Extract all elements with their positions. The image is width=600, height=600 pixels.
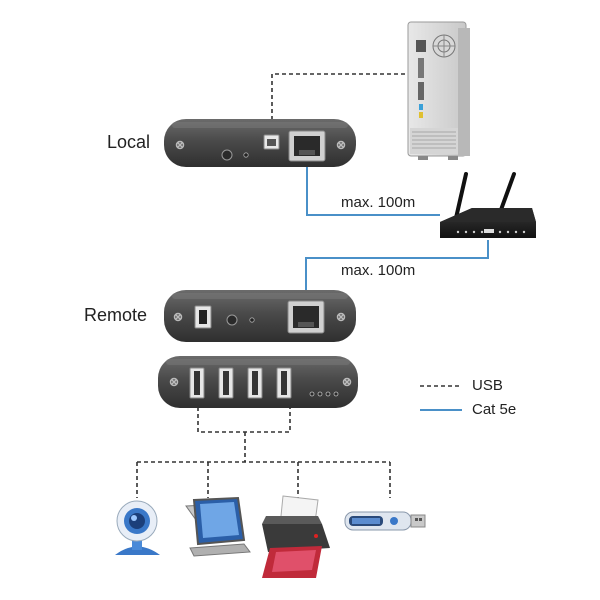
max-distance-label-2: max. 100m bbox=[341, 262, 416, 279]
router-icon bbox=[440, 172, 536, 238]
cat5e-cable-router-to-remote bbox=[305, 240, 489, 300]
monitor-icon bbox=[185, 496, 251, 557]
power-jack-icon bbox=[226, 314, 238, 326]
webcam-icon bbox=[115, 500, 160, 555]
legend-usb-label: USB bbox=[472, 377, 503, 394]
led-icon bbox=[249, 317, 255, 323]
usb-flash-drive-icon bbox=[344, 511, 426, 531]
local-label: Local bbox=[107, 132, 151, 152]
remote-unit-front bbox=[164, 290, 356, 342]
max-distance-label-1: max. 100m bbox=[341, 194, 416, 211]
usb-a-port-icon bbox=[218, 367, 234, 399]
remote-unit-usb-hub bbox=[158, 356, 358, 408]
power-jack-icon bbox=[221, 149, 233, 161]
legend-cat5e-label: Cat 5e bbox=[472, 401, 517, 418]
usb-a-port-icon bbox=[189, 367, 205, 399]
usb-cable-pc-to-local bbox=[271, 73, 412, 128]
led-icon bbox=[243, 152, 249, 158]
status-leds bbox=[309, 391, 339, 397]
screw-icon bbox=[175, 140, 185, 150]
usb-a-port-icon bbox=[247, 367, 263, 399]
local-unit bbox=[164, 119, 356, 167]
desktop-pc-icon bbox=[407, 21, 470, 160]
printer-icon bbox=[262, 495, 330, 578]
usb-device-tree bbox=[136, 400, 391, 498]
cat5e-cable-local-to-router bbox=[306, 162, 440, 216]
usb-a-port-icon bbox=[276, 367, 292, 399]
remote-label: Remote bbox=[84, 305, 148, 325]
